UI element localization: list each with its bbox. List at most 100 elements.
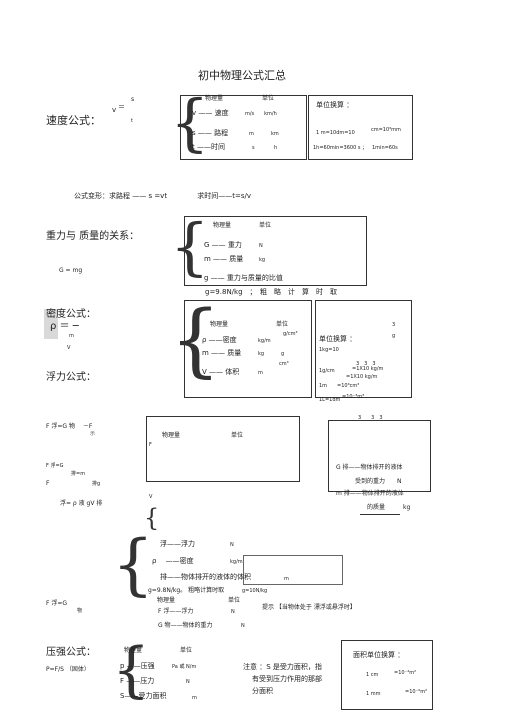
- buoyancy-small-brace: {: [144, 504, 160, 532]
- pressure-col-unit: 单位: [180, 647, 193, 654]
- density-conv-6: =10⁻³m³: [342, 394, 365, 400]
- density-highlight: [44, 309, 58, 339]
- buoyancy-side-1: G 排——物体排开的液体: [336, 464, 403, 471]
- speed-row-v-units: m/s km/h: [245, 111, 277, 117]
- speed-row-t: t ——时间: [192, 143, 225, 151]
- density-col-unit: 单位: [276, 321, 289, 328]
- buoyancy-heading: 浮力公式：: [46, 372, 96, 383]
- speed-conv-1: 1 m=10dm=10: [316, 130, 355, 136]
- pressure-heading: 压强公式：: [46, 647, 96, 658]
- density-units-box: [184, 300, 312, 398]
- speed-row-t-unit1: s: [252, 145, 255, 151]
- pressure-area-2: 1 mm: [366, 691, 381, 697]
- speed-row-s: s —— 路程: [192, 129, 229, 137]
- buoyancy-row-density: ρ ——密度: [152, 557, 194, 565]
- gravity-row-G-unit: N: [259, 243, 263, 249]
- speed-conv-title: 单位换算 ：: [316, 101, 354, 109]
- pressure-row-p-unit: Pa 或 N/m: [172, 664, 197, 670]
- gravity-row-m: m —— 质量: [204, 255, 244, 263]
- buoyancy-row-F-label: F: [149, 442, 152, 448]
- density-row-m-unit3: cm³: [279, 361, 289, 367]
- buoyancy-f2-sub: 排=m: [71, 471, 86, 477]
- pressure-col-quantity: 物理量: [124, 647, 143, 654]
- buoyancy-row-G-obj-unit: N: [241, 623, 245, 629]
- density-formula-V: V: [67, 345, 71, 351]
- density-conv-4: 1m =10⁶cm³: [319, 383, 360, 389]
- speed-conv-2: cm=10³mm: [371, 127, 401, 133]
- speed-formula-v: v: [112, 106, 117, 114]
- buoyancy-note-g: g=9.8N/kg。 粗略计算时取: [148, 587, 225, 594]
- gravity-note: g=9.8N/kg ； 粗 略 计 算 时 取: [205, 288, 338, 296]
- pressure-area-1v: =10⁻⁴m²: [394, 670, 417, 676]
- buoyancy-brace: {: [112, 526, 154, 603]
- gravity-row-g: g —— 重力与质量的比值: [204, 274, 283, 282]
- buoyancy-row-volume: 排——物体排开的液体的体积: [160, 573, 251, 581]
- buoyancy-col-quantity: 物理量: [162, 432, 181, 439]
- buoyancy-units-box: [146, 416, 300, 482]
- pressure-formula: P=F/S （固体）: [46, 666, 90, 673]
- gravity-formula: G = mg: [59, 267, 83, 274]
- speed-row-s-unit1: m: [249, 131, 254, 137]
- gravity-col-quantity: 物理量: [213, 222, 232, 229]
- density-conv-g: g: [392, 333, 396, 339]
- buoyancy-row-volume-unit: m: [284, 576, 289, 582]
- pressure-brace: {: [112, 635, 151, 705]
- pressure-row-F-unit: N: [186, 679, 190, 685]
- density-conv-3b: =1X10 kg/m: [346, 374, 378, 380]
- buoyancy-f3: F: [46, 480, 50, 487]
- density-conv-2: 1g/cm: [319, 368, 335, 374]
- buoyancy-side-2: 受到的重力 N: [355, 478, 402, 485]
- speed-transform: 公式变形：求路程 —— s =vt 求时间——t=s/v: [74, 192, 252, 200]
- density-row-m-unit2: g: [281, 351, 285, 357]
- speed-row-s-unit2: km: [271, 131, 279, 137]
- density-row-rho: ρ ——密度: [202, 336, 237, 344]
- buoyancy-col-unit-2: 单位: [228, 597, 241, 604]
- density-sup-3b: 3 3 3: [356, 361, 376, 367]
- gravity-col-unit: 单位: [259, 222, 272, 229]
- density-heading: 密度公式：: [46, 309, 96, 320]
- density-sup-3: 3: [392, 322, 396, 328]
- buoyancy-f5-sub: 物: [77, 608, 83, 614]
- pressure-row-F: F ——压力: [120, 677, 155, 685]
- gravity-units-box: [184, 216, 367, 286]
- speed-col-quantity: 物理量: [205, 95, 224, 102]
- speed-formula-s: s: [131, 96, 135, 103]
- speed-formula-eq: ＝: [118, 103, 125, 111]
- buoyancy-f3-sub: 排g: [92, 481, 101, 487]
- buoyancy-side-4: 的质量 kg: [367, 504, 411, 511]
- buoyancy-side-box: [328, 420, 431, 492]
- buoyancy-f4: 浮= ρ 液 gV 排: [60, 500, 103, 507]
- density-row-V: V —— 体积: [202, 368, 240, 376]
- buoyancy-side-underline: [360, 514, 400, 515]
- buoyancy-row-G-obj: G 物——物体的重力: [158, 622, 213, 629]
- buoyancy-f2: F 浮=G: [46, 463, 64, 469]
- density-brace: {: [170, 293, 221, 386]
- density-row-V-unit: m: [258, 370, 263, 376]
- density-row-m: m —— 质量: [202, 349, 242, 357]
- density-formula-m: m: [69, 333, 74, 339]
- buoyancy-row-density-unit: kg/m: [230, 559, 243, 565]
- speed-formula-t: t: [131, 118, 133, 124]
- speed-conv-4: 1min=60s: [372, 145, 398, 151]
- density-conv-5: 1L=1dm: [319, 397, 341, 403]
- speed-col-unit: 单位: [262, 95, 275, 102]
- pressure-area-2v: =10⁻⁶m²: [405, 689, 428, 695]
- density-conv-title: 单位换算 ：: [319, 335, 357, 343]
- gravity-brace: {: [170, 210, 210, 283]
- pressure-area-1: 1 cm: [366, 672, 379, 678]
- density-conv-3: =1X10 kg/m: [352, 366, 384, 372]
- pressure-note-1: 注意 ：S 是受力面积，指: [243, 663, 322, 671]
- buoyancy-col-unit: 单位: [231, 432, 244, 439]
- buoyancy-side-3: m 排——物体排开的液体: [336, 490, 404, 497]
- pressure-row-S-unit: m: [192, 695, 197, 701]
- buoyancy-row-F-float-unit: N: [231, 609, 235, 615]
- pressure-note-2: 有受到压力作用的那部: [252, 675, 322, 683]
- gravity-row-G: G —— 重力: [204, 241, 242, 249]
- speed-heading: 速度公式：: [46, 114, 101, 127]
- gravity-heading: 重力与 质量的关系：: [46, 231, 140, 242]
- speed-conv-3: 1h=60min=3600 s ；: [313, 145, 368, 151]
- buoyancy-volume-box: [243, 555, 343, 585]
- buoyancy-f5: F 浮=G: [46, 600, 68, 607]
- speed-brace: {: [170, 86, 210, 159]
- speed-row-t-unit2: h: [274, 145, 278, 151]
